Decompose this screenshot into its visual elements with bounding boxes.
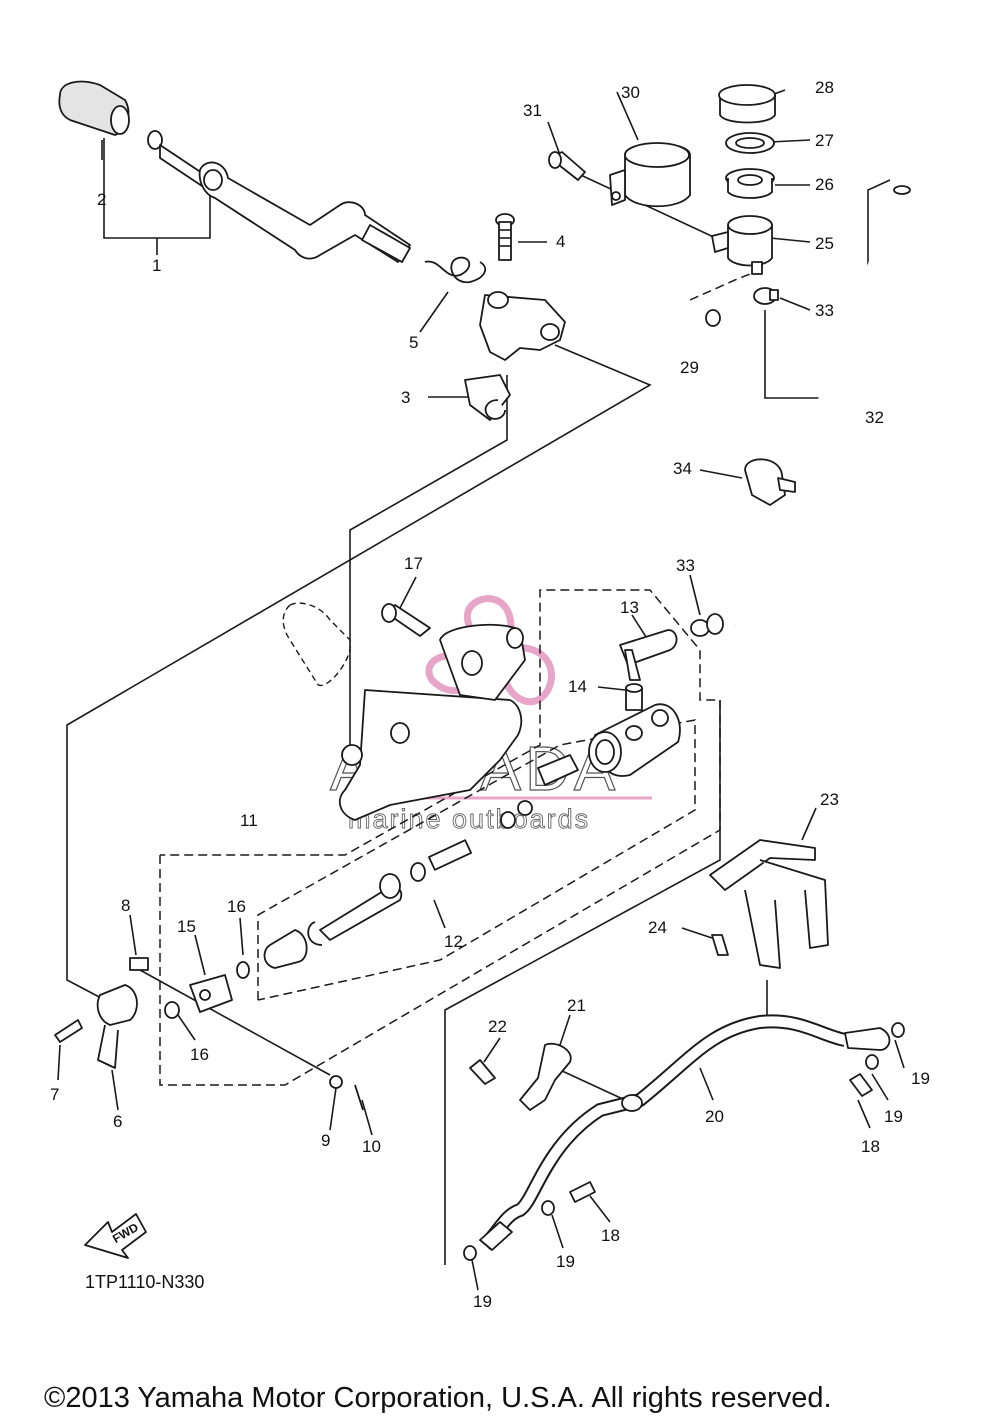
callout-21: 21 <box>567 996 586 1015</box>
callout-19-d: 19 <box>473 1292 492 1311</box>
callout-15: 15 <box>177 917 196 936</box>
callout-8: 8 <box>121 896 130 915</box>
part-spring-5 <box>424 256 487 283</box>
part-collar-29 <box>705 309 721 327</box>
part-shift-pedal-1 <box>58 80 411 263</box>
callout-17: 17 <box>404 554 423 573</box>
callout-10: 10 <box>362 1137 381 1156</box>
callout-labels: 1 2 3 4 5 6 7 8 9 10 11 12 13 14 15 16 1… <box>50 78 930 1311</box>
part-bolt-22 <box>469 1059 496 1085</box>
part-diaphragm-26 <box>725 168 775 199</box>
callout-31: 31 <box>523 101 542 120</box>
part-frame-ghost <box>282 602 526 821</box>
part-holder-30 <box>609 142 691 208</box>
callout-28: 28 <box>815 78 834 97</box>
part-hose-32 <box>732 185 952 631</box>
part-bolt-14 <box>625 683 643 711</box>
callout-32: 32 <box>865 408 884 427</box>
callout-19-a: 19 <box>911 1069 930 1088</box>
callout-16-lower: 16 <box>190 1045 209 1064</box>
callout-6: 6 <box>113 1112 122 1131</box>
callout-2: 2 <box>97 190 106 209</box>
callout-25: 25 <box>815 234 834 253</box>
callout-14: 14 <box>568 677 587 696</box>
part-bolts-18-19 <box>463 1022 905 1261</box>
watermark-tagline: marine outboards <box>348 804 590 834</box>
callout-24: 24 <box>648 918 667 937</box>
callout-13: 13 <box>620 598 639 617</box>
callout-1: 1 <box>152 256 161 275</box>
callout-16-upper: 16 <box>227 897 246 916</box>
callout-26: 26 <box>815 175 834 194</box>
callout-33-upper: 33 <box>815 301 834 320</box>
part-clamp-6 <box>54 984 138 1069</box>
part-bracket-3 <box>464 291 566 421</box>
callout-23: 23 <box>820 790 839 809</box>
callout-9: 9 <box>321 1131 330 1150</box>
part-clamp-21 <box>519 1042 572 1111</box>
part-reservoir-25 <box>711 215 773 275</box>
callout-29: 29 <box>680 358 699 377</box>
callout-30: 30 <box>621 83 640 102</box>
leader-lines <box>57 89 905 1291</box>
part-plate-27 <box>725 132 775 154</box>
part-hose-20 <box>479 1014 891 1251</box>
diagram-code: 1TP1110-N330 <box>85 1272 204 1292</box>
callout-3: 3 <box>401 388 410 407</box>
callout-5: 5 <box>409 333 418 352</box>
part-clip-33-upper <box>753 287 779 305</box>
part-clip-33-lower <box>690 613 724 637</box>
callout-12: 12 <box>444 932 463 951</box>
part-cap-28 <box>718 84 776 124</box>
part-piston-kit-12 <box>263 754 579 969</box>
callout-4: 4 <box>556 232 565 251</box>
callout-22: 22 <box>488 1017 507 1036</box>
part-clamp-34 <box>744 458 796 506</box>
part-bolt-17 <box>381 603 431 637</box>
part-master-cylinder <box>588 703 681 777</box>
part-bracket-23 <box>709 839 829 969</box>
callout-33-lower: 33 <box>676 556 695 575</box>
part-hose-joint-13 <box>619 629 678 681</box>
callout-27: 27 <box>815 131 834 150</box>
callout-18-right: 18 <box>861 1137 880 1156</box>
callout-11: 11 <box>240 811 258 830</box>
part-pushrod-parts <box>129 957 364 1111</box>
fwd-arrow-icon: FWD <box>84 1213 147 1259</box>
callout-19-b: 19 <box>884 1107 903 1126</box>
callout-18-lower: 18 <box>601 1226 620 1245</box>
callout-7: 7 <box>50 1085 59 1104</box>
copyright-notice: ©2013 Yamaha Motor Corporation, U.S.A. A… <box>44 1382 832 1414</box>
callout-20: 20 <box>705 1107 724 1126</box>
callout-19-c: 19 <box>556 1252 575 1271</box>
callout-34: 34 <box>673 459 692 478</box>
part-bolt-4 <box>495 213 515 261</box>
part-bolt-31 <box>548 151 586 181</box>
